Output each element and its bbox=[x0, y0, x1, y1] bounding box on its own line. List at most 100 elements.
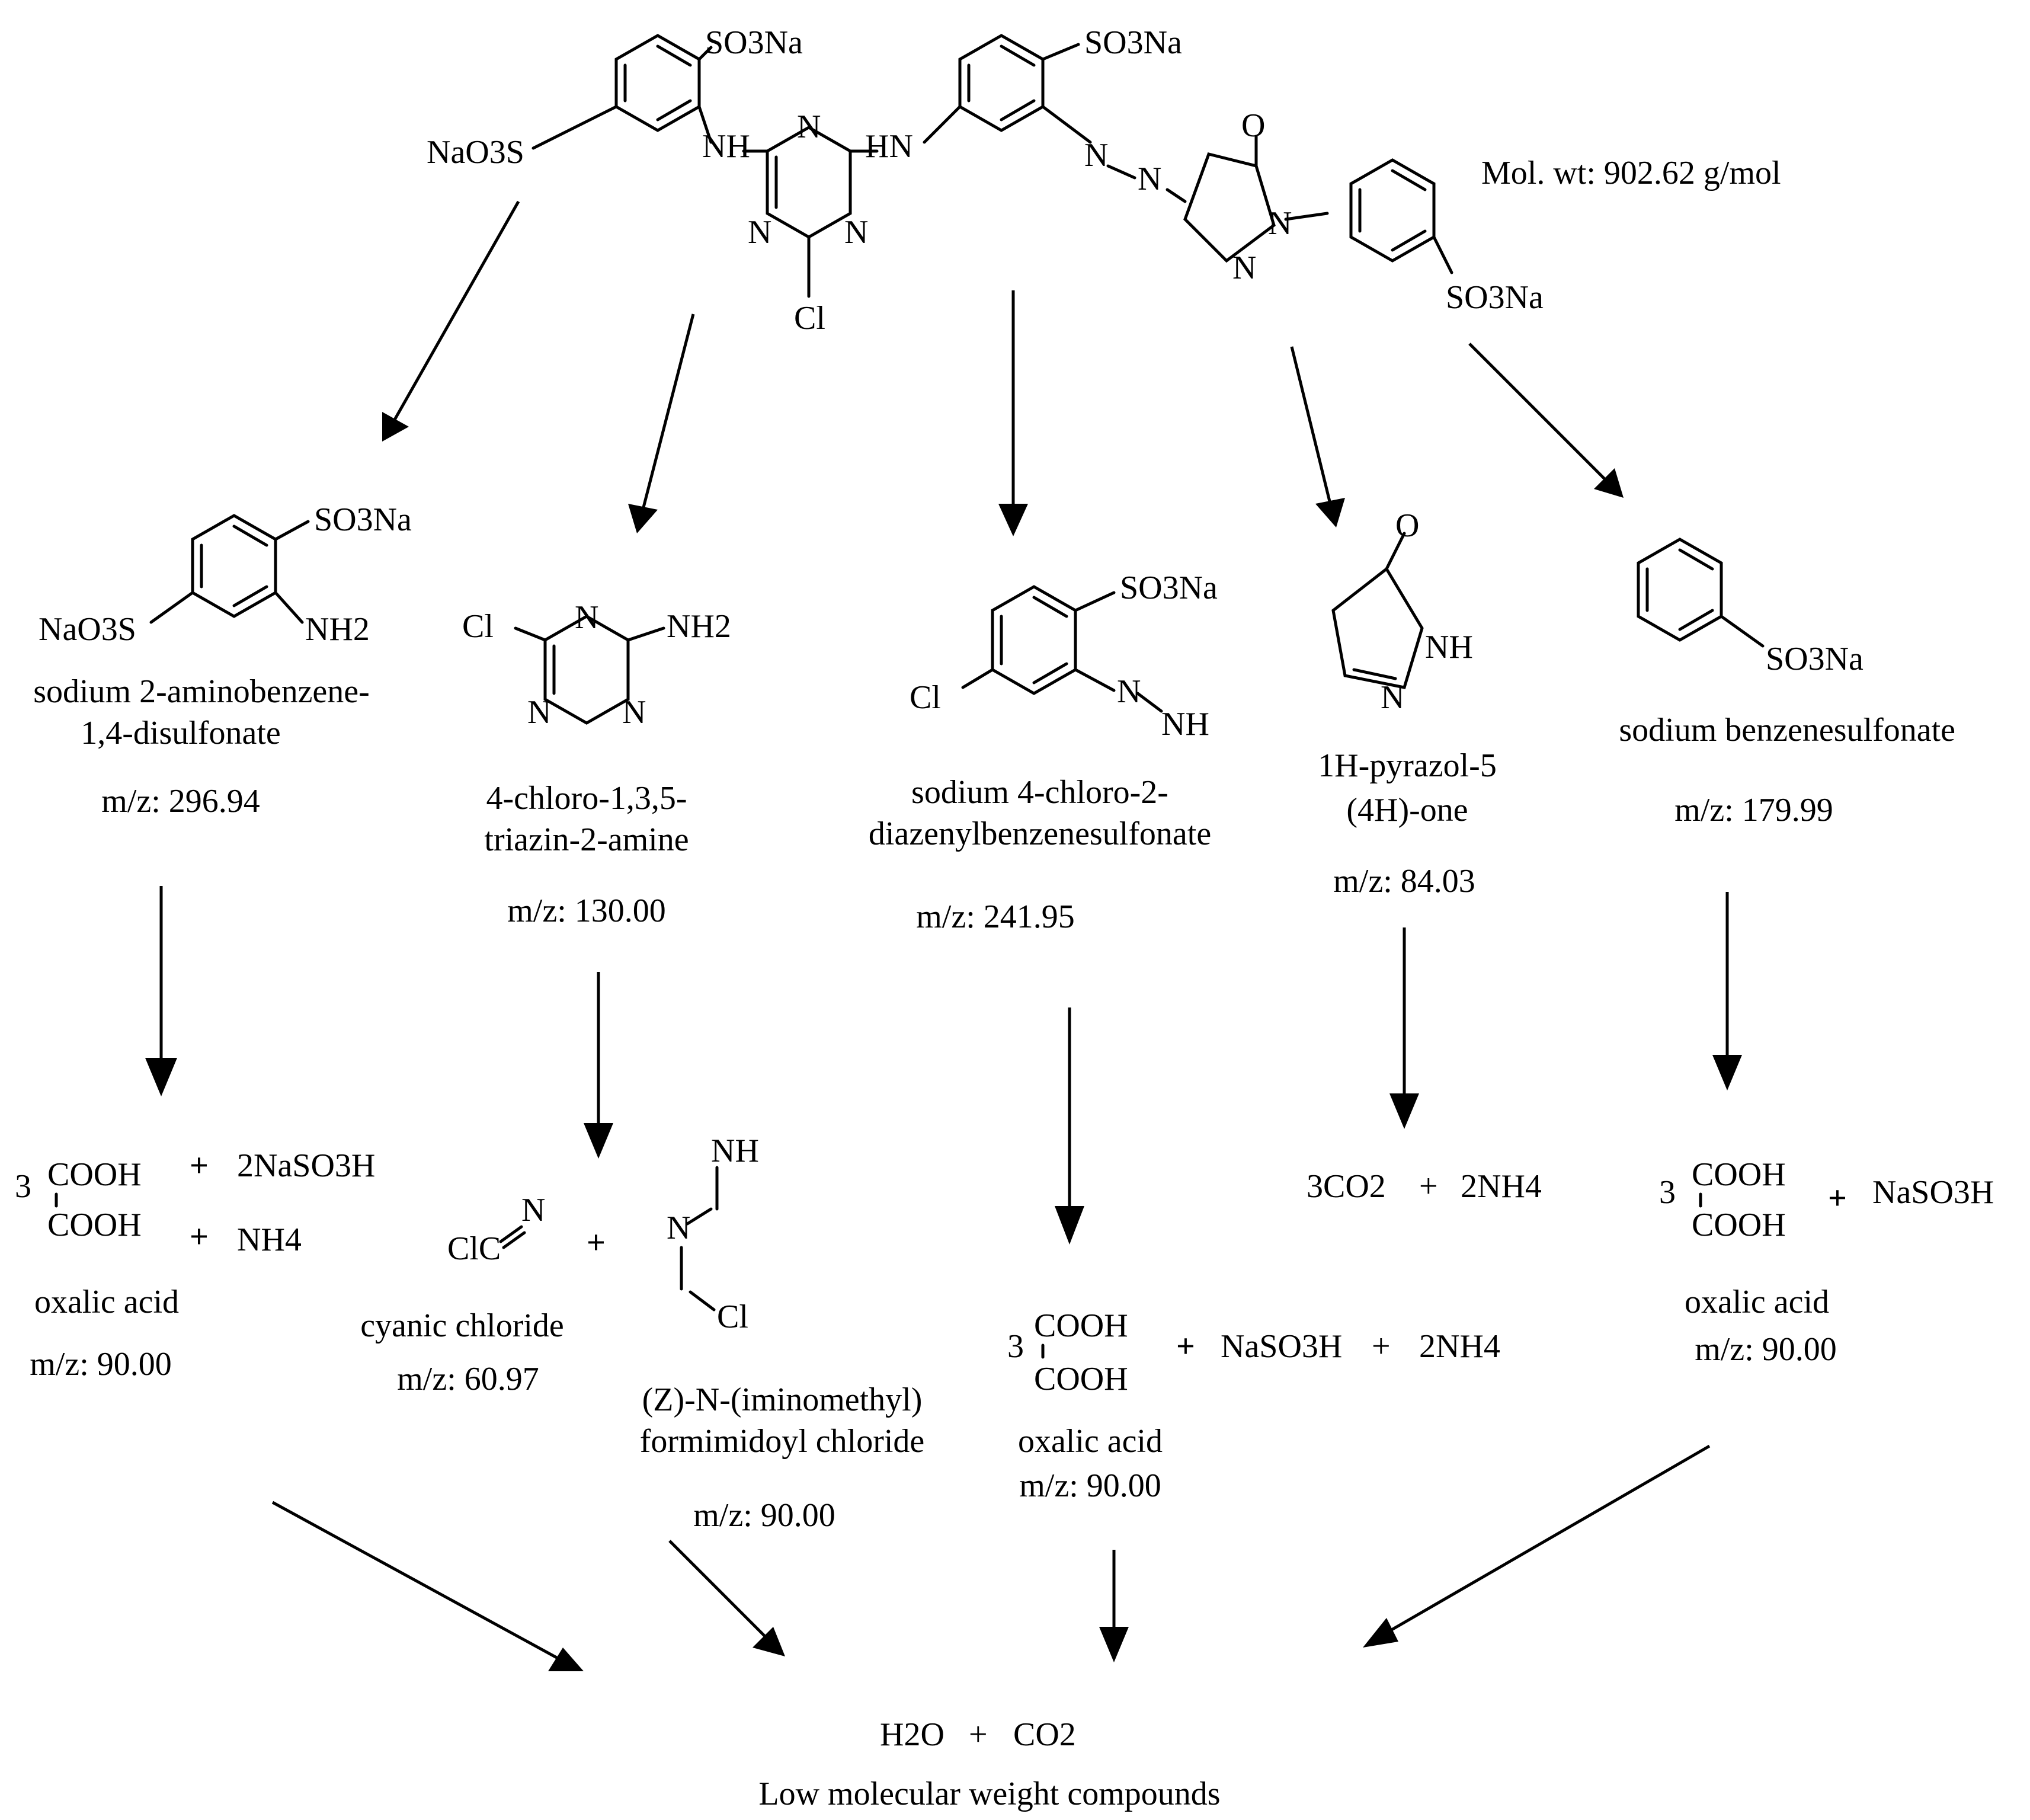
c3-mz: m/z: 90.00 bbox=[1019, 1467, 1161, 1504]
p2-nh2: NH2 bbox=[667, 608, 731, 645]
c3-plus-1: + bbox=[1176, 1328, 1195, 1365]
atom-so3na-ring3: SO3Na bbox=[1446, 279, 1544, 316]
p5-mz: m/z: 179.99 bbox=[1674, 792, 1833, 829]
p5-so3na: SO3Na bbox=[1766, 641, 1863, 677]
p5-ring bbox=[1637, 538, 1723, 642]
c3-coefficient: 3 bbox=[1007, 1328, 1024, 1365]
azo-double-bond bbox=[1106, 164, 1136, 180]
final-plus: + bbox=[969, 1716, 988, 1753]
p4-nh: NH bbox=[1425, 629, 1473, 666]
molecular-weight-label: Mol. wt: 902.62 g/mol bbox=[1481, 155, 1781, 191]
c2-cyanic-n: N bbox=[521, 1192, 545, 1229]
ring2-double-2 bbox=[1000, 44, 1036, 67]
ring2-to-hn bbox=[923, 105, 962, 144]
p1-to-naso3s bbox=[149, 591, 194, 624]
c3-plus-2: + bbox=[1372, 1328, 1391, 1365]
ring3-bonds bbox=[1349, 158, 1436, 263]
c5-cooh-top: COOH bbox=[1692, 1156, 1786, 1193]
p3-mz: m/z: 241.95 bbox=[916, 898, 1075, 935]
pyrazolone-ring bbox=[1166, 135, 1329, 263]
p3-to-cl bbox=[961, 668, 994, 689]
c4-plus: + bbox=[1419, 1168, 1438, 1205]
p3-double-2 bbox=[1032, 596, 1068, 618]
final-products: H2O + CO2 Low molecular weight compounds bbox=[758, 1716, 1220, 1812]
ring3-double-2 bbox=[1391, 169, 1427, 191]
p4-mz: m/z: 84.03 bbox=[1333, 863, 1475, 900]
p2-n1: N bbox=[575, 599, 598, 636]
arrow-to-product-1 bbox=[382, 200, 520, 442]
atom-triazine-n2: N bbox=[748, 214, 771, 251]
c1-reagent-2: NH4 bbox=[237, 1221, 302, 1258]
c3-name: oxalic acid bbox=[1018, 1423, 1163, 1460]
c2-imino-mz: m/z: 90.00 bbox=[693, 1497, 835, 1534]
p1-mz: m/z: 296.94 bbox=[101, 783, 260, 820]
c5-mz: m/z: 90.00 bbox=[1695, 1331, 1837, 1368]
c4-reagent-1: 3CO2 bbox=[1307, 1168, 1386, 1205]
p5-name: sodium benzenesulfonate bbox=[1619, 712, 1955, 749]
c1-name: oxalic acid bbox=[34, 1284, 179, 1320]
p3-to-n bbox=[1074, 668, 1116, 692]
atom-triazine-n1: N bbox=[797, 108, 821, 145]
arrow-p1-down bbox=[145, 886, 177, 1096]
p2-name-line2: triazin-2-amine bbox=[484, 821, 689, 858]
third-row-col-4: 3CO2 + 2NH4 bbox=[1307, 1168, 1542, 1205]
arrow-col3-to-final bbox=[1099, 1550, 1129, 1662]
c3-cooh-top: COOH bbox=[1034, 1307, 1128, 1344]
c2-triple-1 bbox=[499, 1225, 523, 1243]
ring1-to-so3na bbox=[697, 46, 713, 61]
atom-hn-right: HN bbox=[865, 128, 913, 165]
arrow-col5-to-final bbox=[1363, 1444, 1711, 1648]
ring1-to-nh bbox=[697, 105, 713, 144]
pyrazolone-bonds bbox=[1183, 152, 1276, 263]
c2-plus: + bbox=[587, 1224, 606, 1261]
atom-triazine-n3: N bbox=[844, 214, 868, 251]
ring1-double-3 bbox=[656, 99, 692, 121]
c5-coefficient: 3 bbox=[1659, 1174, 1676, 1211]
arrows-level-1 bbox=[382, 200, 1624, 536]
p4-n: N bbox=[1381, 679, 1404, 716]
atom-so3na-ring1: SO3Na bbox=[705, 24, 803, 61]
third-row-col-5: 3 COOH COOH + NaSO3H oxalic acid m/z: 90… bbox=[1659, 1156, 1994, 1368]
atom-naso3s-left: NaO3S bbox=[427, 134, 524, 171]
pyrazolone-to-azo bbox=[1166, 188, 1187, 203]
arrow-p4-down bbox=[1389, 927, 1419, 1129]
c3-reagent-2: 2NH4 bbox=[1419, 1328, 1500, 1365]
p1-name-line2: 1,4-disulfonate bbox=[81, 715, 280, 751]
atom-azo-n1: N bbox=[1084, 137, 1108, 174]
c5-name: oxalic acid bbox=[1685, 1284, 1829, 1320]
c5-plus: + bbox=[1828, 1180, 1847, 1217]
p2-n2: N bbox=[527, 694, 551, 731]
final-h2o: H2O bbox=[880, 1716, 944, 1753]
p3-so3na: SO3Na bbox=[1120, 570, 1218, 606]
arrow-to-product-4 bbox=[1290, 346, 1345, 527]
c2-cyanic-name: cyanic chloride bbox=[360, 1307, 564, 1344]
benzene-ring-1 bbox=[531, 34, 713, 150]
p2-to-cl bbox=[514, 626, 547, 642]
p3-name-line2: diazenylbenzenesulfonate bbox=[869, 815, 1211, 852]
p4-carbonyl bbox=[1385, 532, 1406, 571]
p2-n3: N bbox=[622, 694, 646, 731]
c5-cooh-bottom: COOH bbox=[1692, 1207, 1786, 1243]
final-co2: CO2 bbox=[1013, 1716, 1076, 1753]
c1-reagent-1: 2NaSO3H bbox=[237, 1147, 375, 1184]
ring3-to-so3na bbox=[1432, 235, 1453, 274]
arrow-col1-to-final bbox=[271, 1501, 584, 1671]
p1-to-nh2 bbox=[274, 591, 304, 624]
p1-nh2: NH2 bbox=[305, 611, 370, 648]
c1-cooh-top: COOH bbox=[47, 1156, 142, 1193]
p4-double bbox=[1352, 668, 1397, 680]
c1-mz: m/z: 90.00 bbox=[30, 1346, 172, 1383]
arrow-col2-to-final bbox=[668, 1540, 785, 1656]
product-4: O NH N 1H-pyrazol-5 (4H)-one m/z: 84.03 bbox=[1318, 507, 1497, 900]
triazine-ring bbox=[742, 126, 879, 298]
arrow-to-product-3 bbox=[998, 290, 1028, 536]
p1-naso3s: NaO3S bbox=[39, 611, 136, 648]
arrows-level-3 bbox=[271, 1444, 1711, 1671]
p3-to-so3na bbox=[1074, 591, 1116, 612]
c1-plus-1: + bbox=[190, 1147, 209, 1184]
c2-cyanic-cl: ClC bbox=[447, 1230, 501, 1267]
c2-cyanic-mz: m/z: 60.97 bbox=[397, 1361, 539, 1397]
c2-ccl-bond bbox=[689, 1290, 716, 1312]
c3-cooh-bottom: COOH bbox=[1034, 1361, 1128, 1397]
